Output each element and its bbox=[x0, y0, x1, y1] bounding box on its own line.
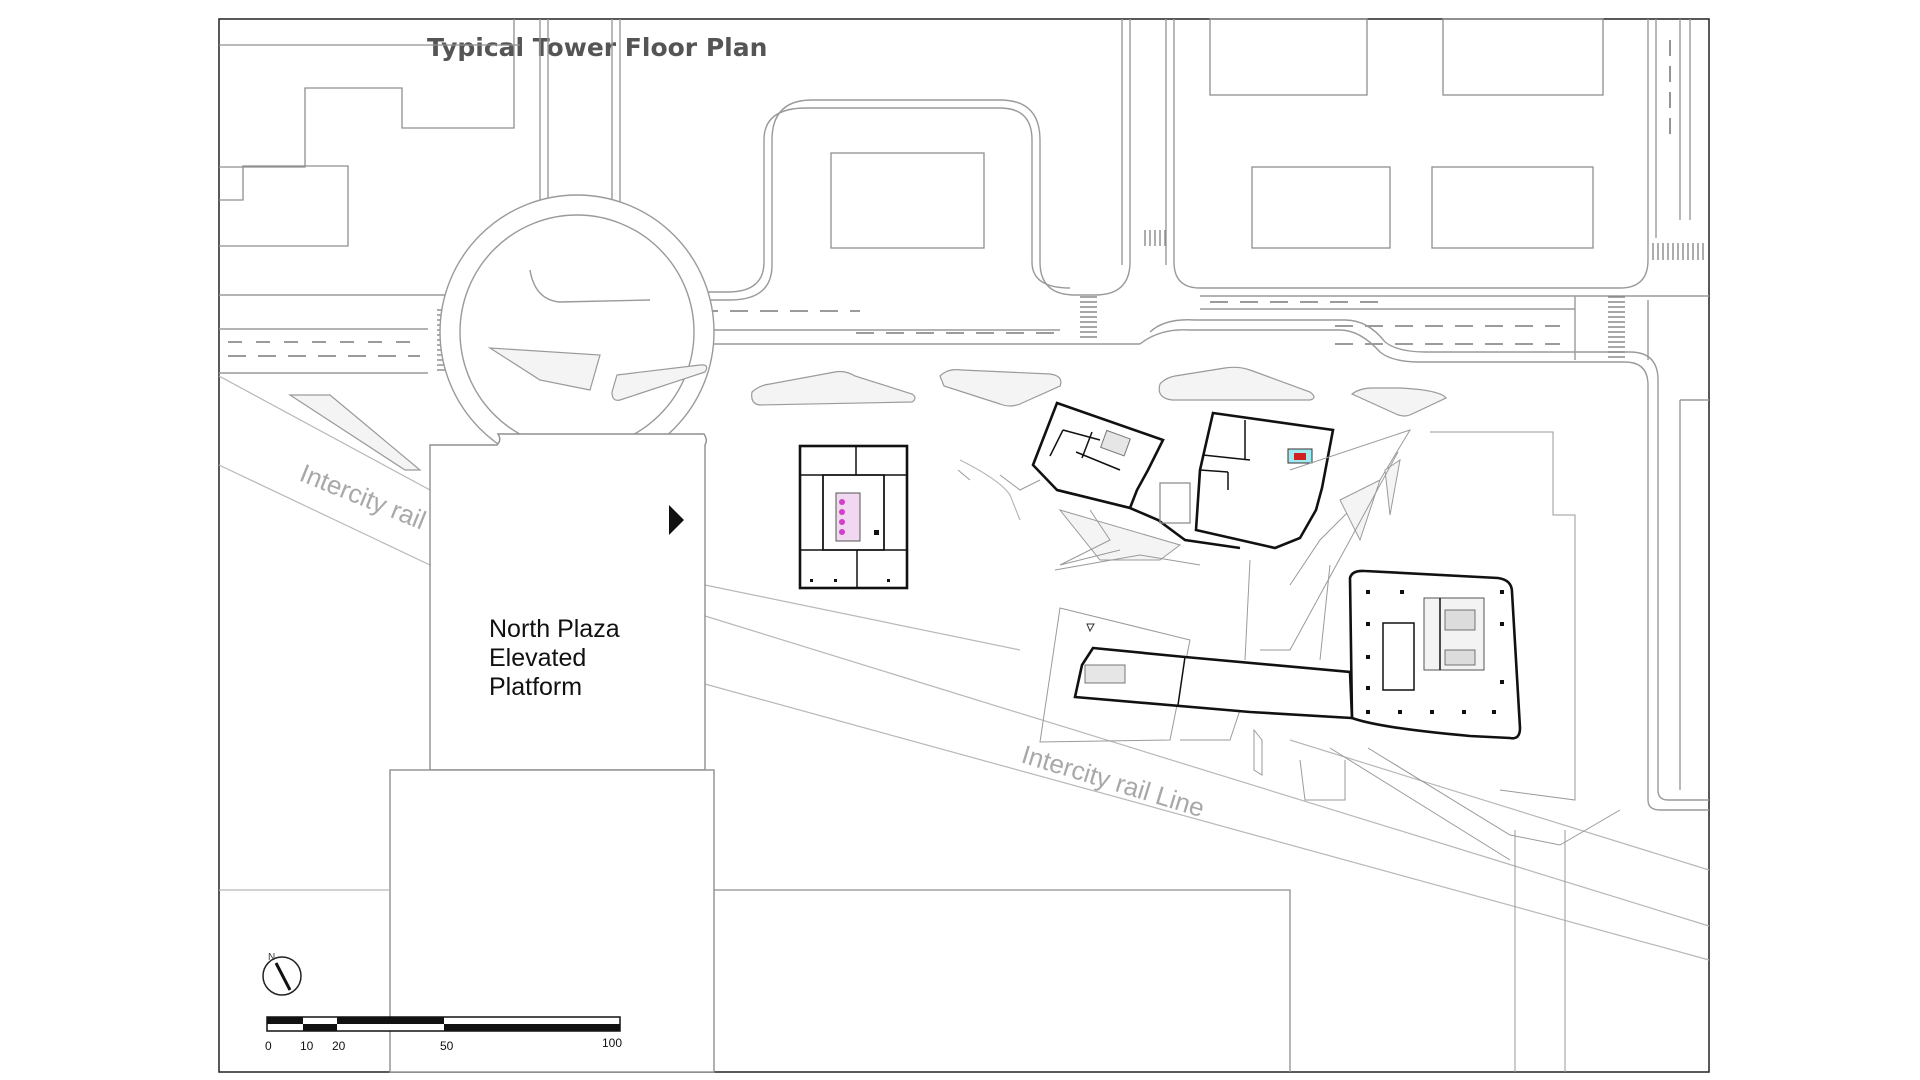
main-road bbox=[219, 294, 1709, 811]
scale-tick-50: 50 bbox=[440, 1039, 454, 1053]
scale-tick-20: 20 bbox=[332, 1039, 346, 1053]
tower-1-floor-plan bbox=[798, 444, 909, 590]
plan-title: Typical Tower Floor Plan bbox=[427, 33, 767, 62]
plaza-label-line1: North Plaza bbox=[489, 615, 620, 643]
scale-tick-0: 0 bbox=[265, 1039, 272, 1053]
north-arrow-icon: N bbox=[262, 952, 302, 996]
top-right-blocks bbox=[1165, 18, 1691, 289]
tower-3-floor-plan bbox=[1073, 569, 1522, 740]
plaza-planters bbox=[611, 364, 1447, 417]
north-label: N bbox=[268, 952, 275, 963]
plaza-label-line2: Elevated bbox=[489, 644, 586, 672]
tower-2-floor-plan bbox=[959, 401, 1335, 550]
entry-arrow-icon bbox=[669, 505, 684, 535]
scale-tick-10: 10 bbox=[300, 1039, 314, 1053]
roundabout bbox=[439, 194, 715, 470]
tower-1-core bbox=[835, 492, 861, 542]
canopy-sketch-lines bbox=[957, 429, 1621, 1072]
scale-tick-100: 100 bbox=[602, 1036, 622, 1050]
scale-bar: 0 10 20 50 100 bbox=[265, 1016, 622, 1053]
plaza-label-line3: Platform bbox=[489, 673, 582, 701]
